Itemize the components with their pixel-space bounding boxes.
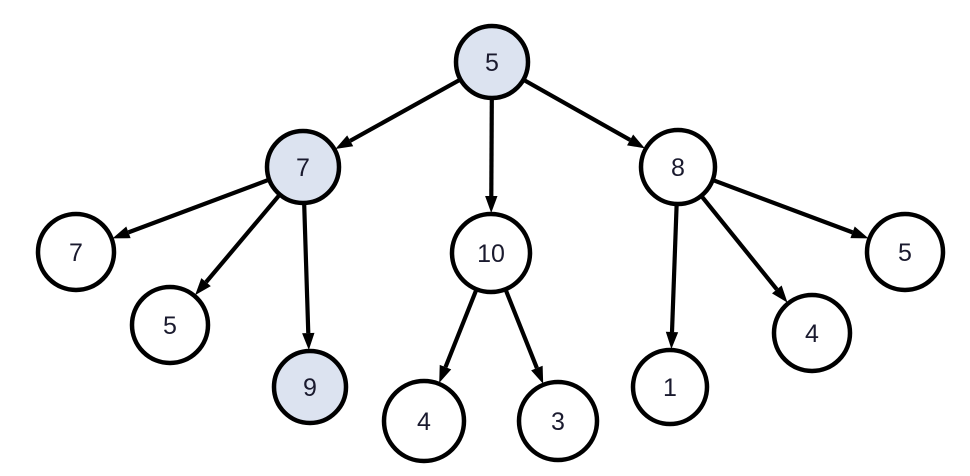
tree-node[interactable]: 5 bbox=[864, 211, 946, 293]
tree-node[interactable]: 4 bbox=[381, 378, 467, 464]
edge-line bbox=[523, 78, 632, 142]
tree-edge bbox=[700, 195, 788, 303]
edge-arrowhead-icon bbox=[665, 331, 679, 350]
edge-line bbox=[503, 289, 539, 369]
tree-edge bbox=[439, 289, 479, 383]
node-circle[interactable] bbox=[381, 378, 467, 464]
tree-edge bbox=[712, 178, 869, 239]
node-circle[interactable] bbox=[638, 127, 718, 207]
edges-layer bbox=[112, 78, 869, 384]
tree-edge bbox=[302, 203, 315, 351]
edge-line bbox=[669, 204, 679, 333]
tree-node-highlighted[interactable]: 7 bbox=[264, 128, 342, 206]
edge-arrowhead-icon bbox=[439, 364, 452, 383]
edge-arrowhead-icon bbox=[850, 226, 869, 239]
node-circle[interactable] bbox=[264, 128, 342, 206]
edge-line bbox=[127, 178, 270, 235]
tree-edge bbox=[195, 193, 281, 296]
edge-arrowhead-icon bbox=[112, 226, 131, 239]
edge-line bbox=[204, 193, 281, 284]
node-circle[interactable] bbox=[35, 211, 117, 293]
edge-line bbox=[712, 178, 854, 235]
tree-node-highlighted[interactable]: 9 bbox=[271, 348, 349, 426]
edge-arrowhead-icon bbox=[195, 278, 211, 296]
tree-node[interactable]: 10 bbox=[449, 211, 533, 295]
edge-line bbox=[443, 289, 479, 368]
tree-edge bbox=[112, 178, 270, 239]
node-circle[interactable] bbox=[129, 284, 211, 366]
edge-arrowhead-icon bbox=[627, 134, 645, 149]
tree-node[interactable]: 7 bbox=[35, 211, 117, 293]
tree-edge bbox=[665, 204, 679, 350]
edge-arrowhead-icon bbox=[485, 195, 498, 213]
node-circle[interactable] bbox=[453, 23, 531, 101]
tree-node[interactable]: 3 bbox=[516, 379, 600, 463]
tree-node[interactable]: 5 bbox=[129, 284, 211, 366]
edge-line bbox=[349, 78, 461, 143]
tree-edge bbox=[523, 78, 645, 149]
edge-line bbox=[489, 98, 494, 197]
node-circle[interactable] bbox=[449, 211, 533, 295]
tree-edge bbox=[335, 78, 461, 150]
tree-node[interactable]: 4 bbox=[771, 292, 853, 374]
tree-edge bbox=[503, 289, 544, 384]
tree-node-highlighted[interactable]: 5 bbox=[453, 23, 531, 101]
node-circle[interactable] bbox=[630, 347, 710, 427]
edge-line bbox=[302, 203, 311, 334]
tree-node[interactable]: 1 bbox=[630, 347, 710, 427]
tree-node[interactable]: 8 bbox=[638, 127, 718, 207]
tree-edge bbox=[485, 98, 498, 213]
edge-arrowhead-icon bbox=[302, 332, 315, 351]
node-circle[interactable] bbox=[516, 379, 600, 463]
edge-arrowhead-icon bbox=[335, 135, 354, 150]
node-circle[interactable] bbox=[864, 211, 946, 293]
edge-arrowhead-icon bbox=[531, 365, 544, 384]
edge-arrowhead-icon bbox=[772, 285, 788, 303]
node-circle[interactable] bbox=[771, 292, 853, 374]
node-circle[interactable] bbox=[271, 348, 349, 426]
edge-line bbox=[700, 195, 779, 291]
